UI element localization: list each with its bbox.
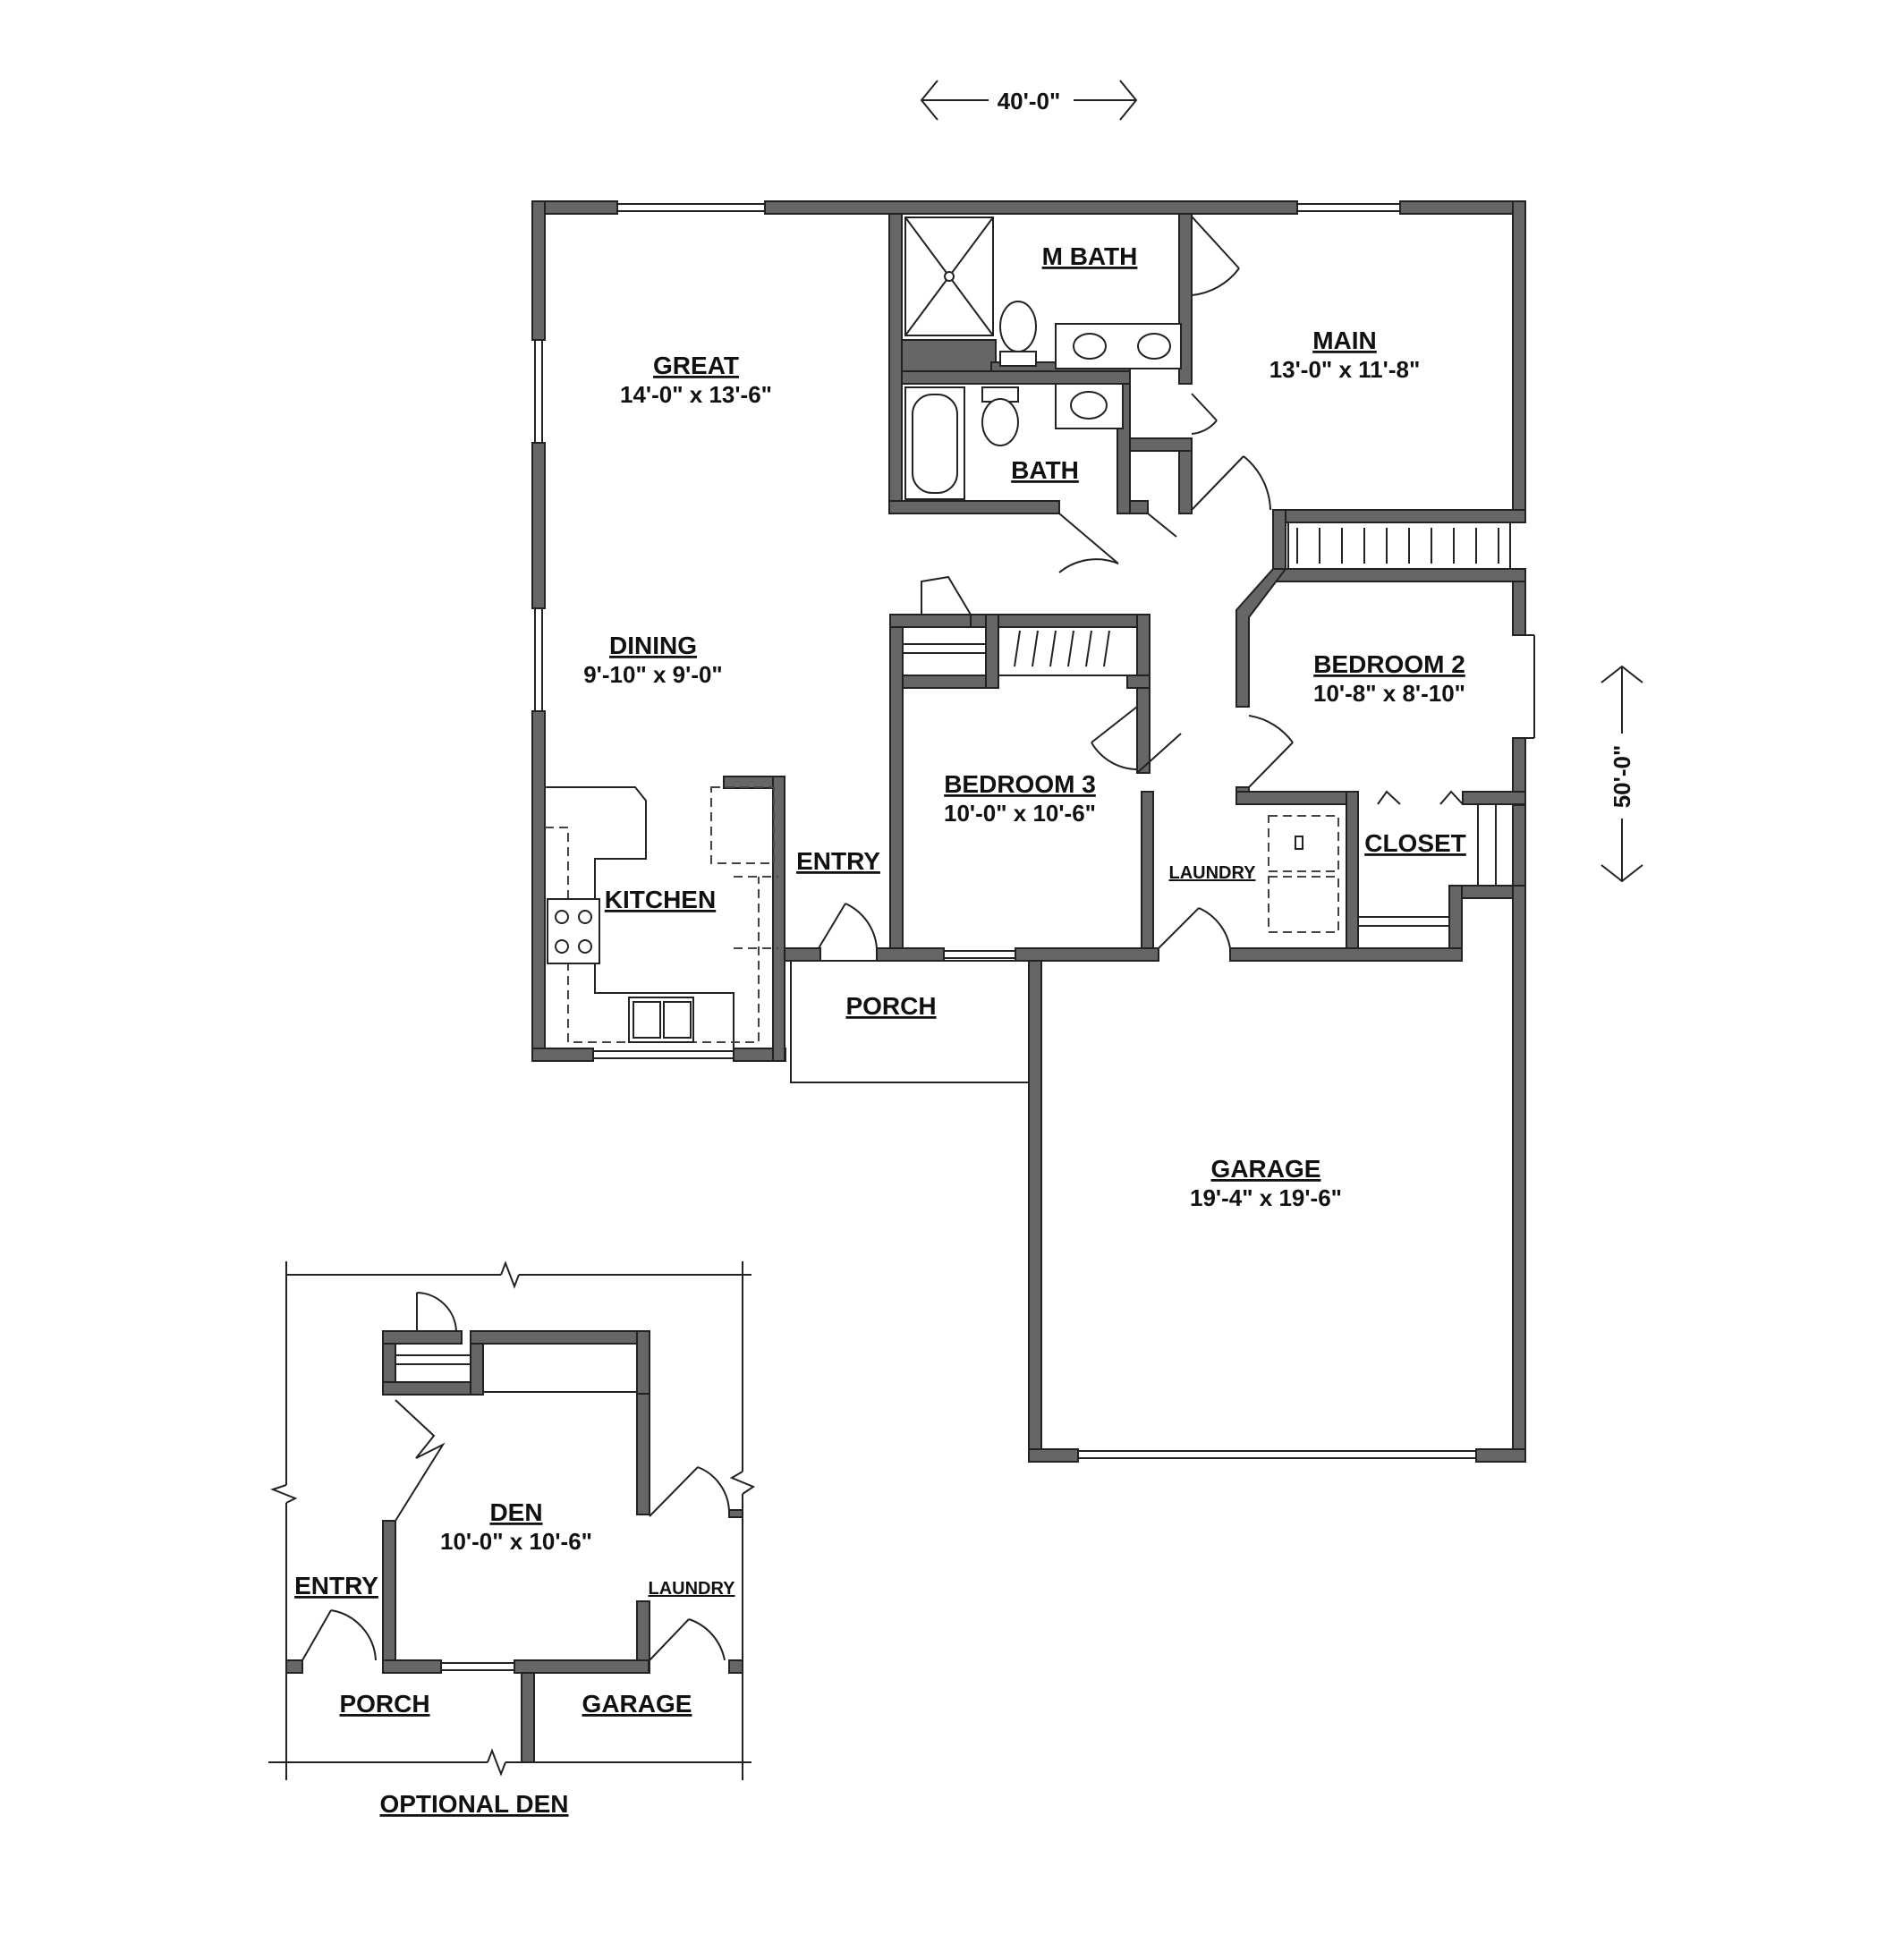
porch-name: PORCH [845,992,936,1020]
kitchen-name: KITCHEN [605,886,716,913]
closet-shelving [1296,528,1499,564]
bedroom3-closet-shelving [1014,630,1110,667]
bedroom2-name: BEDROOM 2 [1313,650,1465,678]
depth-dimension-arrow [1601,665,1643,883]
den-name: DEN [489,1498,542,1526]
den-entry-name: ENTRY [294,1572,378,1599]
entry-name: ENTRY [796,847,880,875]
optional-den-title: OPTIONAL DEN [379,1790,568,1818]
bathtub [904,386,965,500]
optional-den-inset [268,1260,756,1780]
closet-name: CLOSET [1364,829,1466,857]
master-toilet [999,301,1037,367]
depth-dimension-label: 50'-0" [1609,745,1635,809]
main-bedroom-name: MAIN [1312,327,1377,354]
kitchen-counters [545,786,778,1048]
dining-room-name: DINING [609,632,697,659]
bath-vanity [1055,383,1124,429]
main-bedroom-size: 13'-0" x 11'-8" [1269,356,1421,383]
master-shower [904,216,994,336]
bedroom3-name: BEDROOM 3 [944,770,1096,798]
interior-walls [723,213,1526,1463]
width-dimension-label: 40'-0" [998,88,1061,115]
den-garage-name: GARAGE [582,1690,692,1718]
garage-name: GARAGE [1211,1155,1321,1183]
washer-dryer [1268,815,1339,933]
porch-slab [790,960,1030,1083]
garage-size: 19'-4" x 19'-6" [1190,1184,1342,1211]
master-vanity [1055,323,1182,369]
bedroom3-size: 10'-0" x 10'-6" [944,800,1096,827]
laundry-name: LAUNDRY [1168,863,1256,883]
den-size: 10'-0" x 10'-6" [440,1528,592,1555]
den-porch-name: PORCH [339,1690,429,1718]
bath-name: BATH [1011,456,1079,484]
bath-toilet [981,386,1019,446]
great-room-size: 14'-0" x 13'-6" [620,381,772,408]
master-bath-name: M BATH [1042,242,1138,270]
dining-room-size: 9'-10" x 9'-0" [583,661,723,688]
bedroom2-size: 10'-8" x 8'-10" [1313,680,1465,707]
doors [818,216,1464,949]
great-room-name: GREAT [653,352,739,379]
den-laundry-name: LAUNDRY [648,1579,735,1599]
width-dimension-arrow [920,80,1138,121]
